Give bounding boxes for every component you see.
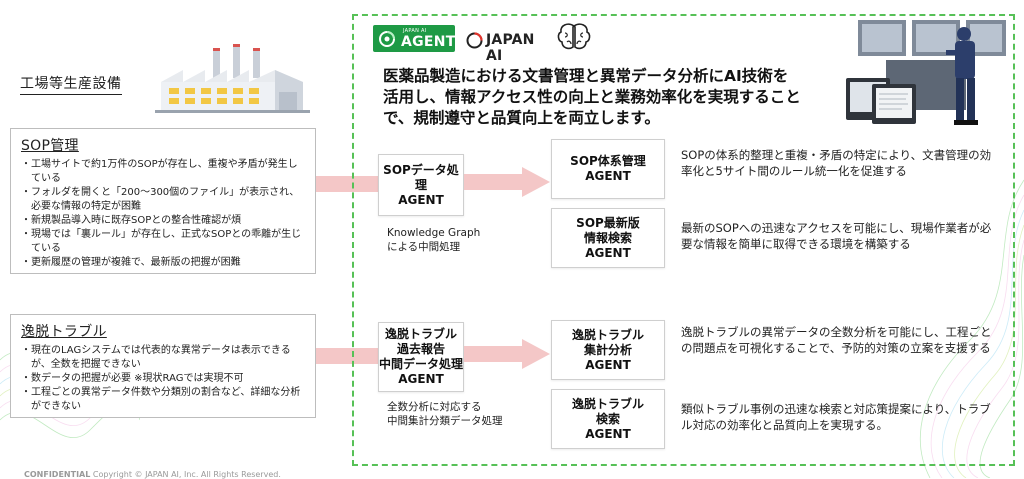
sop-processing-arrowhead [522, 167, 550, 197]
footer-confidential: CONFIDENTIAL [24, 470, 91, 479]
operator-illustration [846, 20, 1006, 125]
agent-line: AGENT [585, 169, 631, 183]
agent-line: AGENT [398, 192, 444, 207]
agent-line: 検索 [595, 411, 620, 426]
agent-line: 逸脱トラブル [571, 396, 644, 411]
trouble-panel-title: 逸脱トラブル [21, 324, 107, 340]
note-line: 全数分析に対応する [387, 401, 482, 413]
agent-logo-text: AGENT [401, 34, 456, 50]
footer: CONFIDENTIAL Copyright © JAPAN AI, Inc. … [24, 470, 281, 479]
agent-line: 中間データ処理 [379, 357, 464, 371]
headline: 医薬品製造における文書管理と異常データ分析にAI技術を活用し、情報アクセス性の向… [383, 67, 801, 127]
agent-line: 過去報告 [396, 342, 445, 356]
japan-ai-logo-text: JAPAN AI [486, 32, 535, 64]
trouble-processing-arrow [464, 346, 524, 362]
japan-ai-agent-logo: JAPAN AI AGENT [373, 25, 455, 52]
agent-line: 集計分析 [583, 342, 632, 357]
sop-system-description: SOPの体系的整理と重複・矛盾の特定により、文書管理の効率化と5サイト間のルール… [681, 148, 992, 178]
sop-bullet: ・工場サイトで約1万件のSOPが存在し、重複や矛盾が発生している [21, 159, 298, 184]
trouble-bullet: ・工程ごとの異常データ件数や分類別の割合など、詳細な分析ができない [21, 387, 301, 412]
sop-bullet: ・新規製品導入時に既存SOPとの整合性確認が煩 [21, 215, 242, 226]
sop-processing-arrow [464, 174, 524, 190]
trouble-search-description: 類似トラブル事例の迅速な検索と対応策提案により、トラブル対応の効率化と品質向上を… [681, 402, 991, 432]
sop-bullet: ・フォルダを開くと「200〜300個のファイル」が表示され、必要な情報の特定が困… [21, 187, 300, 212]
factory-label: 工場等生産設備 [20, 73, 122, 95]
note-line: 中間集計分類データ処理 [387, 415, 503, 427]
trouble-input-arrow [316, 348, 378, 364]
sop-input-arrow [316, 176, 378, 192]
japan-ai-mark-icon [466, 32, 483, 49]
agent-line: SOP体系管理 [570, 154, 646, 168]
sop-latest-description: 最新のSOPへの迅速なアクセスを可能にし、現場作業者が必要な情報を簡単に取得でき… [681, 221, 992, 251]
decorative-wave-right [919, 179, 1024, 478]
solution-frame [352, 14, 1015, 466]
trouble-analysis-description: 逸脱トラブルの異常データの全数分析を可能にし、工程ごとの問題点を可視化することで… [681, 325, 992, 355]
agent-line: 情報検索 [583, 230, 632, 245]
agent-line: 逸脱トラブル [384, 327, 457, 341]
sop-bullet: ・更新履歴の管理が複雑で、最新版の把握が困難 [21, 257, 241, 268]
agent-swirl-icon [379, 31, 395, 47]
agent-line: AGENT [585, 426, 631, 441]
trouble-bullet: ・数データの把握が必要 ※現状RAGでは実現不可 [21, 373, 244, 384]
trouble-panel: 逸脱トラブル ・現在のLAGシステムでは代表的な異常データは表示できるが、全数を… [10, 314, 316, 418]
note-line: による中間処理 [387, 241, 461, 253]
sop-processing-note: Knowledge Graph による中間処理 [387, 226, 480, 254]
japan-ai-logo: JAPAN AI [466, 30, 556, 64]
note-line: Knowledge Graph [387, 227, 481, 239]
agent-line: SOP最新版 [576, 215, 640, 230]
agent-line: AGENT [585, 245, 631, 260]
factory-illustration [155, 44, 310, 113]
sop-management-panel: SOP管理 ・工場サイトで約1万件のSOPが存在し、重複や矛盾が発生している ・… [10, 128, 316, 274]
agent-line: SOPデータ処理 [383, 162, 459, 192]
trouble-processing-note: 全数分析に対応する中間集計分類データ処理 [387, 400, 503, 428]
agent-line: AGENT [398, 372, 444, 386]
trouble-processing-arrowhead [522, 339, 550, 369]
sop-bullet: ・現場では「裏ルール」が存在し、正式なSOPとの乖離が生じている [21, 229, 302, 254]
footer-copyright: Copyright © JAPAN AI, Inc. All Rights Re… [92, 470, 281, 479]
agent-line: AGENT [585, 357, 631, 372]
trouble-bullet: ・現在のLAGシステムでは代表的な異常データは表示できるが、全数を把握できない [21, 345, 291, 370]
agent-logo-small-text: JAPAN AI [403, 28, 427, 34]
brain-icon [557, 23, 591, 50]
sop-panel-title: SOP管理 [21, 138, 79, 154]
agent-line: 逸脱トラブル [571, 327, 644, 342]
